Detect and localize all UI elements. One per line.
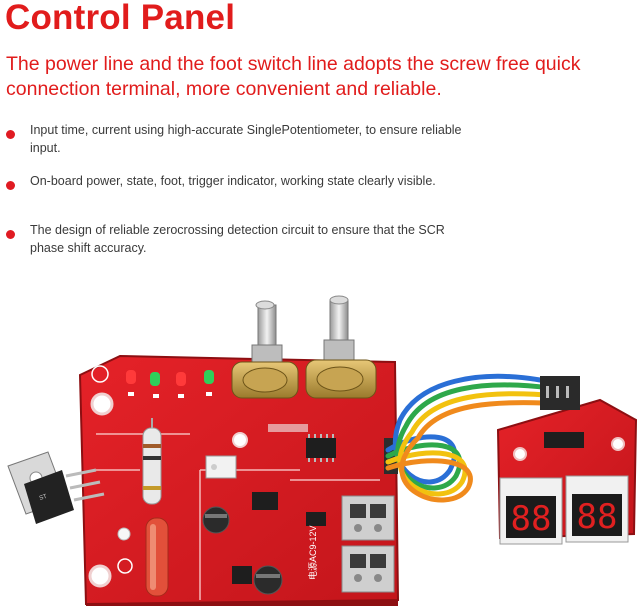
page-title: Control Panel: [5, 0, 236, 37]
foot-switch-terminal: [341, 545, 395, 593]
led-trigger-icon: [204, 370, 214, 384]
bullet-dot-icon: [6, 230, 15, 239]
mounting-hole-icon: [90, 392, 114, 416]
display-left-digits: 88: [511, 499, 552, 539]
feature-text: Input time, current using high-accurate …: [30, 123, 462, 155]
ribbon-cable: [385, 373, 569, 503]
mounting-hole-icon: [611, 437, 625, 451]
silk-voltage-label: 电源AC9-12V: [307, 525, 318, 580]
led-power-icon: [126, 370, 136, 384]
led-state-icon: [150, 372, 160, 386]
ic-chips: [232, 424, 336, 584]
mounting-hole-icon: [232, 432, 248, 448]
power-terminal: [341, 495, 395, 541]
glass-fuse: [145, 517, 169, 597]
product-photo: ST: [0, 290, 640, 606]
display-right-digits: 88: [577, 497, 618, 537]
led-foot-icon: [176, 372, 186, 386]
feature-text: On-board power, state, foot, trigger ind…: [30, 174, 436, 188]
svg-text:ST: ST: [39, 494, 48, 502]
control-board-illustration: ST: [7, 295, 638, 606]
scr-transistor: ST: [7, 451, 105, 524]
power-resistor: [142, 418, 162, 505]
optocoupler: [205, 455, 237, 479]
status-leds: [126, 370, 214, 398]
capacitors: [117, 506, 283, 595]
potentiometer-current: [305, 295, 377, 399]
mounting-hole-icon: [513, 447, 527, 461]
feature-text: The design of reliable zerocrossing dete…: [30, 223, 445, 255]
page-subtitle: The power line and the foot switch line …: [6, 53, 581, 100]
potentiometer-time: [231, 300, 299, 399]
display-module: 88 88: [496, 376, 638, 545]
mounting-hole-icon: [88, 564, 112, 588]
display-driver-chip: [544, 432, 584, 448]
bullet-dot-icon: [6, 181, 15, 190]
bullet-dot-icon: [6, 130, 15, 139]
